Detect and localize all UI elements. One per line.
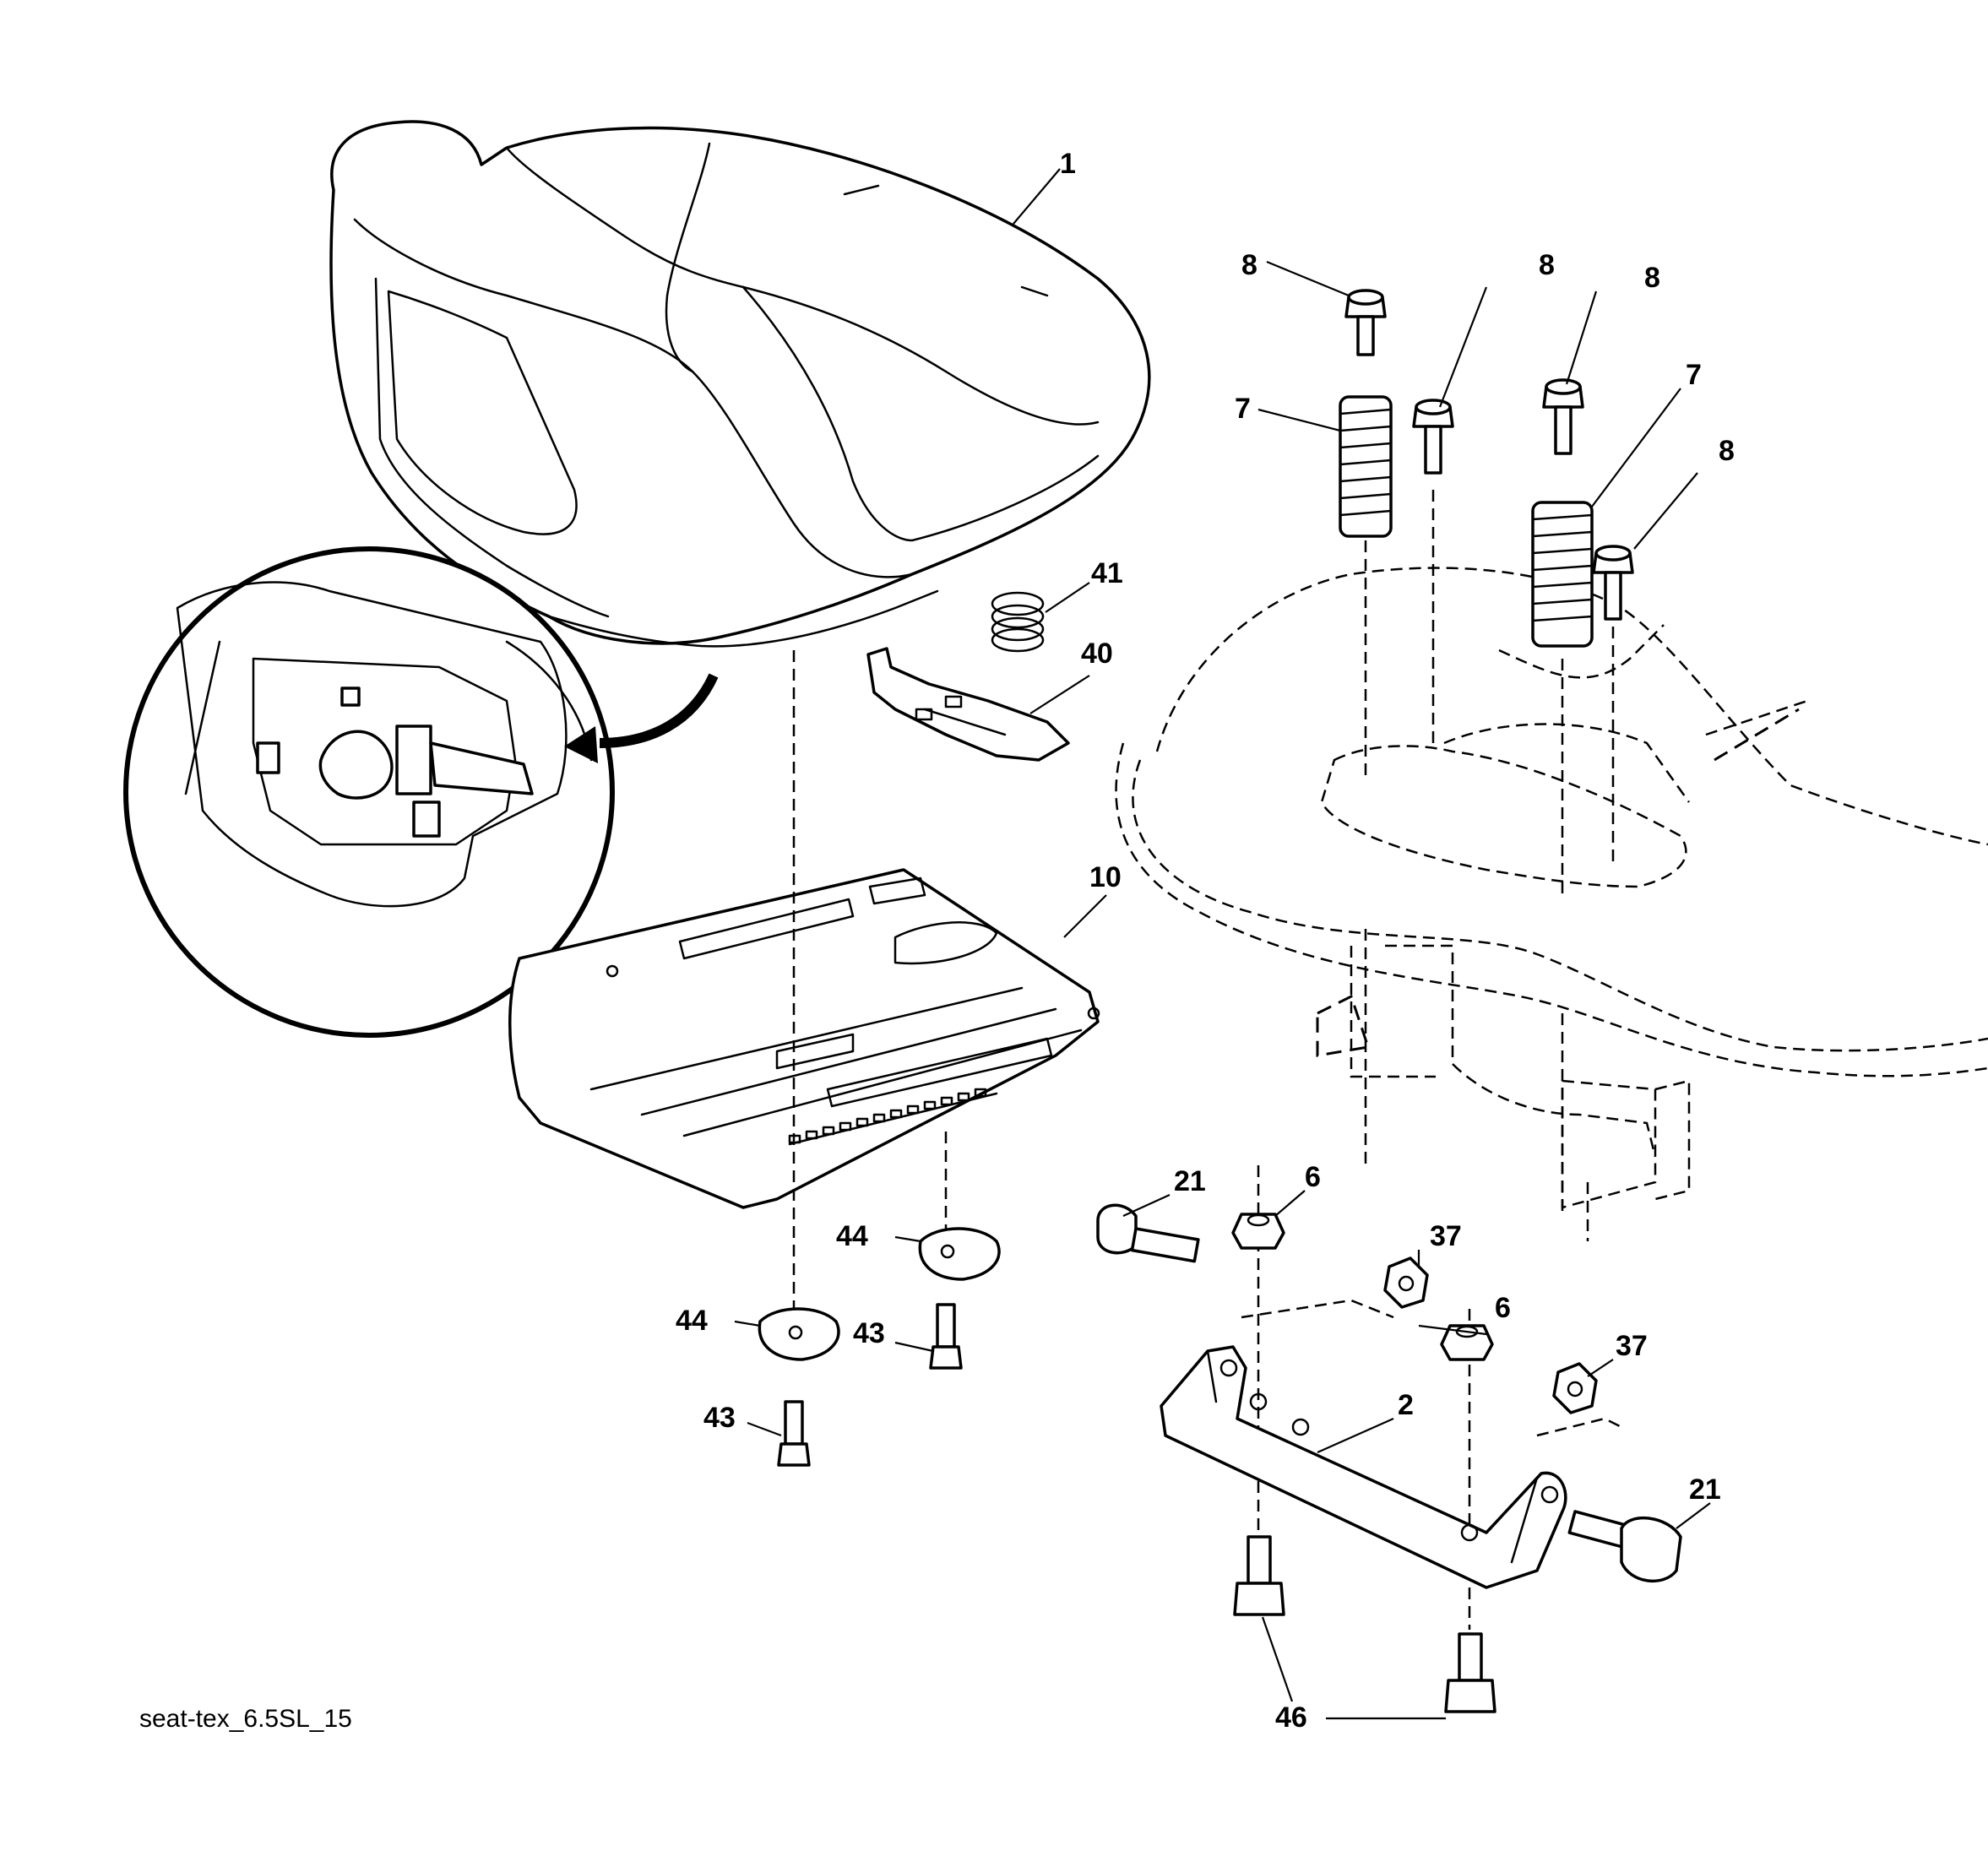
callout-10: 10 xyxy=(1089,861,1122,893)
callout-6-top: 6 xyxy=(1305,1161,1321,1193)
callout-46: 46 xyxy=(1275,1701,1307,1734)
callout-44-left: 44 xyxy=(676,1305,708,1337)
callout-labels: 1 8 8 8 8 7 7 41 40 10 21 6 37 6 37 2 21… xyxy=(676,148,1735,1734)
bolt-part-46-left xyxy=(1233,1535,1285,1616)
washer-part-44-right xyxy=(918,1227,1001,1281)
bolt-part-8-d xyxy=(1592,545,1634,621)
screw-part-43-left xyxy=(777,1400,811,1467)
callout-37-bottom: 37 xyxy=(1616,1330,1648,1362)
spring-part-7-right xyxy=(1531,501,1594,648)
nut-part-37-top xyxy=(1383,1256,1429,1309)
callout-44-right: 44 xyxy=(836,1220,868,1252)
screw-part-43-right xyxy=(929,1303,963,1370)
callout-7-a: 7 xyxy=(1235,393,1251,425)
adjustment-slots-row xyxy=(788,1088,987,1144)
washer-part-44-left xyxy=(758,1307,840,1361)
callout-41: 41 xyxy=(1091,557,1123,589)
inset-pointer-arrow xyxy=(564,673,719,763)
seat-pan-part-10 xyxy=(508,868,1100,1209)
diagram-caption: seat-tex_6.5SL_15 xyxy=(139,1705,352,1733)
callout-7-b: 7 xyxy=(1686,359,1702,391)
latch-clip-part-40 xyxy=(866,647,1070,762)
bolt-part-46-right xyxy=(1444,1632,1496,1713)
callout-43-left: 43 xyxy=(703,1402,736,1434)
callout-8-b: 8 xyxy=(1539,249,1555,281)
bolt-part-8-a xyxy=(1344,289,1387,356)
assembly-line-nut37b xyxy=(1536,1417,1622,1437)
nut-part-37-bottom xyxy=(1552,1362,1598,1414)
bolt-part-8-b xyxy=(1412,399,1454,475)
callout-8-c: 8 xyxy=(1644,262,1660,294)
callout-21-left: 21 xyxy=(1174,1165,1206,1197)
callout-8-d: 8 xyxy=(1719,435,1735,467)
spring-part-7-left xyxy=(1339,395,1393,538)
mounting-bracket-part-2 xyxy=(1160,1345,1567,1589)
nut-part-6-top xyxy=(1231,1213,1285,1250)
callout-40: 40 xyxy=(1081,638,1113,670)
nut-part-6-bottom xyxy=(1440,1324,1494,1361)
callout-8-a: 8 xyxy=(1241,249,1257,281)
callout-1: 1 xyxy=(1060,148,1076,180)
callout-43-right: 43 xyxy=(853,1317,885,1349)
tractor-frame-outline xyxy=(1115,567,1988,1241)
callout-6-bottom: 6 xyxy=(1495,1292,1511,1324)
callout-37-top: 37 xyxy=(1430,1220,1462,1252)
spring-part-41 xyxy=(991,591,1045,653)
seat-part-1 xyxy=(329,120,1151,648)
callout-2: 2 xyxy=(1398,1389,1414,1421)
bolt-part-8-c xyxy=(1542,378,1584,455)
leader-lines xyxy=(734,168,1711,1720)
callout-21-right: 21 xyxy=(1689,1474,1721,1506)
bolt-part-21-left xyxy=(1096,1203,1200,1263)
assembly-line-nut37 xyxy=(1241,1299,1394,1319)
bolt-part-21-right xyxy=(1567,1510,1682,1583)
